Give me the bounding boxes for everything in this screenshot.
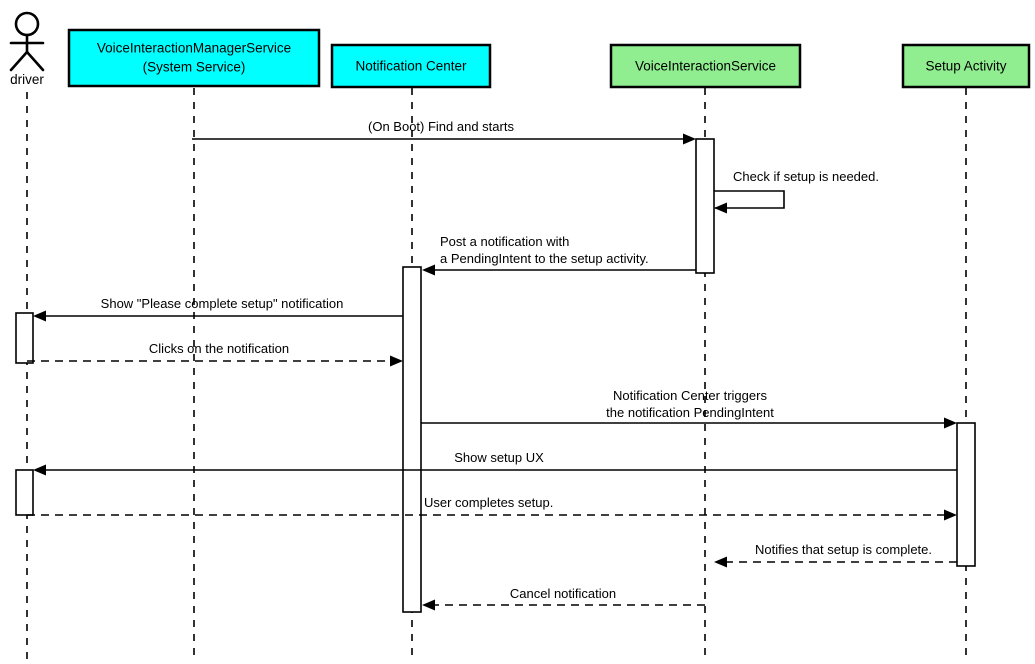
msg-show-setup-ux-label-line1: Show setup UX (454, 450, 544, 465)
msg-check-if-setup-is-needed-label-line1: Check if setup is needed. (733, 169, 879, 184)
actor-leg-left (9, 50, 29, 72)
msg-notification-center-triggers-pendingintent[interactable]: Notification Center triggers the notifica… (421, 388, 957, 429)
msg-user-completes-setup-label-line1: User completes setup. (424, 495, 553, 510)
msg-show-please-complete-setup-notification-arrowhead (33, 310, 46, 322)
msg-user-completes-setup[interactable]: User completes setup. (27, 495, 957, 521)
participant-setup-activity[interactable]: Setup Activity (901, 43, 1031, 89)
activation-bar-driver-3 (15, 469, 34, 516)
msg-show-setup-ux[interactable]: Show setup UX (33, 450, 957, 476)
msg-on-boot-find-and-starts[interactable]: (On Boot) Find and starts (192, 119, 696, 145)
participant-label-notification-center: Notification Center (355, 59, 467, 74)
msg-post-a-notification-arrowhead (422, 264, 435, 276)
msg-clicks-on-the-notification[interactable]: Clicks on the notification (27, 341, 403, 367)
msg-show-setup-ux-arrowhead (33, 464, 46, 476)
msg-notifies-that-setup-is-complete-arrowhead (714, 556, 727, 568)
actor-leg-right (25, 50, 45, 72)
participant-box-voice-interaction-service[interactable] (609, 43, 802, 89)
msg-check-if-setup-is-needed-arrowhead (714, 202, 727, 214)
participant-label-voice-interaction-service: VoiceInteractionService (635, 59, 776, 74)
participant-driver[interactable]: driver (9, 11, 45, 87)
msg-cancel-notification-arrowhead (422, 599, 435, 611)
msg-notifies-that-setup-is-complete-label-line1: Notifies that setup is complete. (755, 542, 932, 557)
msg-check-if-setup-is-needed-line (714, 190, 785, 209)
activations-layer (15, 138, 976, 613)
msg-clicks-on-the-notification-arrowhead (390, 355, 403, 367)
activation-bar-notification-center-1 (402, 266, 422, 613)
participant-voice-interaction-service[interactable]: VoiceInteractionService (609, 43, 802, 89)
msg-show-please-complete-setup-notification[interactable]: Show "Please complete setup" notificatio… (33, 296, 403, 322)
participant-vims[interactable]: VoiceInteractionManagerService (System Se… (67, 28, 321, 88)
participant-notification-center[interactable]: Notification Center (330, 43, 492, 89)
activation-bar-voice-interaction-service-0 (695, 138, 715, 274)
msg-notification-center-triggers-pendingintent-label-line2: the notification PendingIntent (606, 405, 774, 420)
actor-label-driver: driver (10, 72, 44, 87)
participant-box-vims[interactable] (67, 28, 321, 88)
activation-bar-driver-2 (15, 312, 34, 364)
msg-on-boot-find-and-starts-label-line1: (On Boot) Find and starts (368, 119, 514, 134)
participant-box-setup-activity[interactable] (901, 43, 1031, 89)
msg-cancel-notification-label-line1: Cancel notification (510, 586, 616, 601)
actor-head (14, 11, 40, 37)
participant-label-vims-line2: (System Service) (143, 60, 246, 75)
msg-notification-center-triggers-pendingintent-arrowhead (944, 417, 957, 429)
msg-cancel-notification[interactable]: Cancel notification (422, 586, 705, 611)
msg-clicks-on-the-notification-label-line1: Clicks on the notification (149, 341, 289, 356)
msg-check-if-setup-is-needed[interactable]: Check if setup is needed. (714, 169, 879, 214)
participants-layer: driver VoiceInteractionManagerService (Sys… (9, 11, 1031, 89)
msg-post-a-notification-label-line1: Post a notification with (440, 234, 569, 249)
activation-bar-setup-activity-4 (956, 422, 976, 567)
msg-user-completes-setup-arrowhead (944, 509, 957, 521)
participant-label-setup-activity: Setup Activity (925, 59, 1006, 74)
msg-show-please-complete-setup-notification-label-line1: Show "Please complete setup" notificatio… (101, 296, 344, 311)
msg-post-a-notification[interactable]: Post a notification with a PendingIntent … (422, 234, 696, 276)
msg-notifies-that-setup-is-complete[interactable]: Notifies that setup is complete. (714, 542, 957, 568)
msg-post-a-notification-label-line2: a PendingIntent to the setup activity. (440, 251, 649, 266)
participant-label-vims-line1: VoiceInteractionManagerService (97, 41, 291, 56)
msg-notification-center-triggers-pendingintent-label-line1: Notification Center triggers (613, 388, 767, 403)
msg-on-boot-find-and-starts-arrowhead (683, 133, 696, 145)
participant-box-notification-center[interactable] (330, 43, 492, 89)
